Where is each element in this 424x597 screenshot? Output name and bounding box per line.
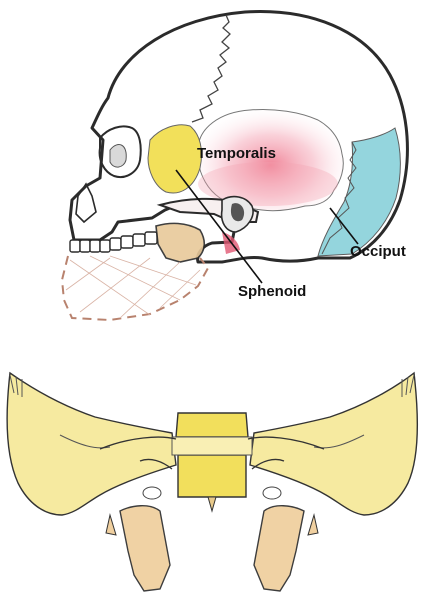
upper-teeth [70, 232, 157, 252]
sphenoid-body-upper [176, 413, 248, 437]
mandible-ramus [156, 223, 204, 262]
sphenoid-label: Sphenoid [238, 283, 306, 300]
left-spine [106, 515, 116, 535]
occiput-label: Occiput [350, 243, 406, 260]
mandible-dashed [62, 256, 208, 320]
skull-drawing [0, 0, 424, 335]
sphenoid-drawing [0, 365, 424, 597]
skull-lateral-illustration: Temporalis Occiput Sphenoid [0, 0, 424, 335]
nasal-aperture [76, 184, 96, 222]
right-spine [308, 515, 318, 535]
temporalis-label: Temporalis [197, 145, 276, 162]
coronal-suture [192, 15, 230, 122]
sphenoid-body-middle [172, 437, 252, 455]
sphenoid-bone-illustration [0, 365, 424, 597]
mandible-crosshatch [66, 256, 200, 318]
sphenoid-region [148, 125, 202, 193]
orbit-shadow [110, 145, 126, 168]
right-pterygoid-process [254, 506, 304, 591]
rostrum [208, 497, 216, 511]
sphenoid-body-lower [178, 455, 246, 497]
left-pterygoid-process [120, 506, 170, 591]
